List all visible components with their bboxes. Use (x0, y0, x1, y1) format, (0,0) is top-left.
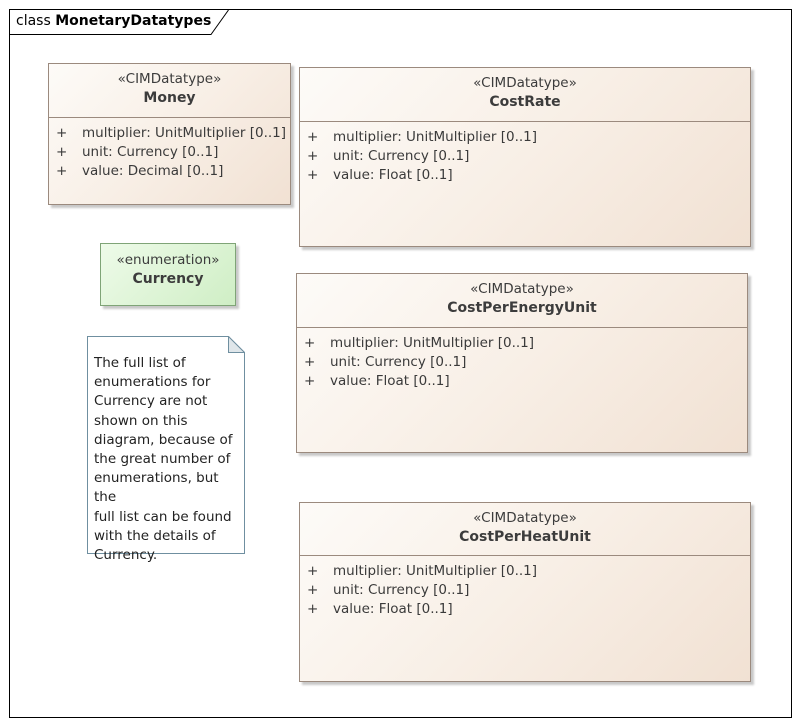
attribute-row[interactable]: + multiplier: UnitMultiplier [0..1] (307, 128, 750, 147)
note-line: full list can be found (94, 508, 232, 525)
attribute-text: value: Float [0..1] (333, 601, 453, 617)
class-costrate-header: «CIMDatatype» CostRate (300, 68, 750, 122)
enumeration-name: Currency (132, 271, 204, 287)
visibility-marker: + (307, 148, 319, 164)
class-stereotype: «CIMDatatype» (470, 281, 574, 297)
attribute-text: value: Decimal [0..1] (82, 163, 224, 179)
frame-title-tab: class MonetaryDatatypes (10, 10, 230, 35)
class-name: CostPerHeatUnit (459, 529, 591, 545)
diagram-name: MonetaryDatatypes (55, 13, 212, 29)
attribute-row[interactable]: + value: Float [0..1] (307, 600, 750, 619)
class-costperheatunit-header: «CIMDatatype» CostPerHeatUnit (300, 503, 750, 556)
attribute-row[interactable]: + unit: Currency [0..1] (307, 147, 750, 166)
note-line: shown on this (94, 412, 188, 429)
attribute-text: multiplier: UnitMultiplier [0..1] (82, 125, 287, 141)
attribute-text: unit: Currency [0..1] (330, 354, 467, 370)
note-line: enumerations for (94, 374, 211, 391)
class-name: CostPerEnergyUnit (447, 300, 597, 316)
visibility-marker: + (307, 601, 319, 617)
class-costperenergyunit[interactable]: «CIMDatatype» CostPerEnergyUnit + multipl… (296, 273, 748, 453)
note-line: The full list of (94, 355, 186, 371)
attribute-text: unit: Currency [0..1] (333, 148, 470, 164)
class-name: CostRate (489, 94, 561, 110)
note-line: with the details of (94, 527, 216, 544)
class-money-header: «CIMDatatype» Money (49, 64, 290, 118)
diagram-keyword: class (16, 13, 51, 29)
attribute-row[interactable]: + unit: Currency [0..1] (56, 143, 290, 162)
class-money[interactable]: «CIMDatatype» Money + multiplier: UnitMul… (48, 63, 291, 205)
attribute-row[interactable]: + multiplier: UnitMultiplier [0..1] (56, 124, 290, 143)
enumeration-stereotype: «enumeration» (116, 252, 220, 268)
attribute-row[interactable]: + value: Float [0..1] (304, 372, 747, 391)
attribute-row[interactable]: + multiplier: UnitMultiplier [0..1] (307, 562, 750, 581)
note-line: enumerations, but the (94, 470, 219, 506)
class-costperheatunit[interactable]: «CIMDatatype» CostPerHeatUnit + multiplie… (299, 502, 751, 682)
visibility-marker: + (56, 163, 68, 179)
visibility-marker: + (307, 563, 319, 579)
enumeration-currency[interactable]: «enumeration» Currency (100, 243, 236, 306)
visibility-marker: + (304, 354, 316, 370)
visibility-marker: + (307, 129, 319, 145)
attribute-row[interactable]: + multiplier: UnitMultiplier [0..1] (304, 334, 747, 353)
class-name: Money (143, 90, 196, 106)
attribute-text: multiplier: UnitMultiplier [0..1] (333, 563, 538, 579)
frame-tab-outline (10, 10, 229, 35)
attribute-text: multiplier: UnitMultiplier [0..1] (330, 335, 535, 351)
attribute-text: unit: Currency [0..1] (333, 582, 470, 598)
class-costperenergyunit-header: «CIMDatatype» CostPerEnergyUnit (297, 274, 747, 328)
class-costperenergyunit-attributes: + multiplier: UnitMultiplier [0..1] + unit… (297, 328, 747, 391)
attribute-row[interactable]: + unit: Currency [0..1] (304, 353, 747, 372)
note-line: Currency are not (94, 393, 208, 410)
note-text: The full list of enumerations for Curren… (94, 354, 244, 565)
class-stereotype: «CIMDatatype» (473, 510, 577, 526)
class-costrate[interactable]: «CIMDatatype» CostRate + multiplier: Unit… (299, 67, 751, 247)
attribute-text: unit: Currency [0..1] (82, 144, 219, 160)
visibility-marker: + (56, 125, 68, 141)
visibility-marker: + (304, 373, 316, 389)
attribute-row[interactable]: + value: Decimal [0..1] (56, 162, 290, 181)
attribute-text: value: Float [0..1] (333, 167, 453, 183)
class-costperheatunit-attributes: + multiplier: UnitMultiplier [0..1] + unit… (300, 556, 750, 619)
visibility-marker: + (307, 582, 319, 598)
attribute-text: multiplier: UnitMultiplier [0..1] (333, 129, 538, 145)
visibility-marker: + (307, 167, 319, 183)
note-line: the great number of (94, 451, 231, 468)
note-outline (87, 336, 245, 554)
visibility-marker: + (56, 144, 68, 160)
visibility-marker: + (304, 335, 316, 351)
class-stereotype: «CIMDatatype» (473, 75, 577, 91)
note-line: diagram, because of (94, 431, 233, 448)
note-currency[interactable]: The full list of enumerations for Curren… (87, 336, 245, 563)
attribute-row[interactable]: + value: Float [0..1] (307, 166, 750, 185)
note-line: Currency. (94, 547, 158, 564)
class-stereotype: «CIMDatatype» (117, 71, 222, 87)
attribute-row[interactable]: + unit: Currency [0..1] (307, 581, 750, 600)
attribute-text: value: Float [0..1] (330, 373, 450, 389)
class-costrate-attributes: + multiplier: UnitMultiplier [0..1] + unit… (300, 122, 750, 185)
diagram-title: class MonetaryDatatypes (16, 13, 211, 29)
class-money-attributes: + multiplier: UnitMultiplier [0..1] + unit… (49, 118, 290, 181)
